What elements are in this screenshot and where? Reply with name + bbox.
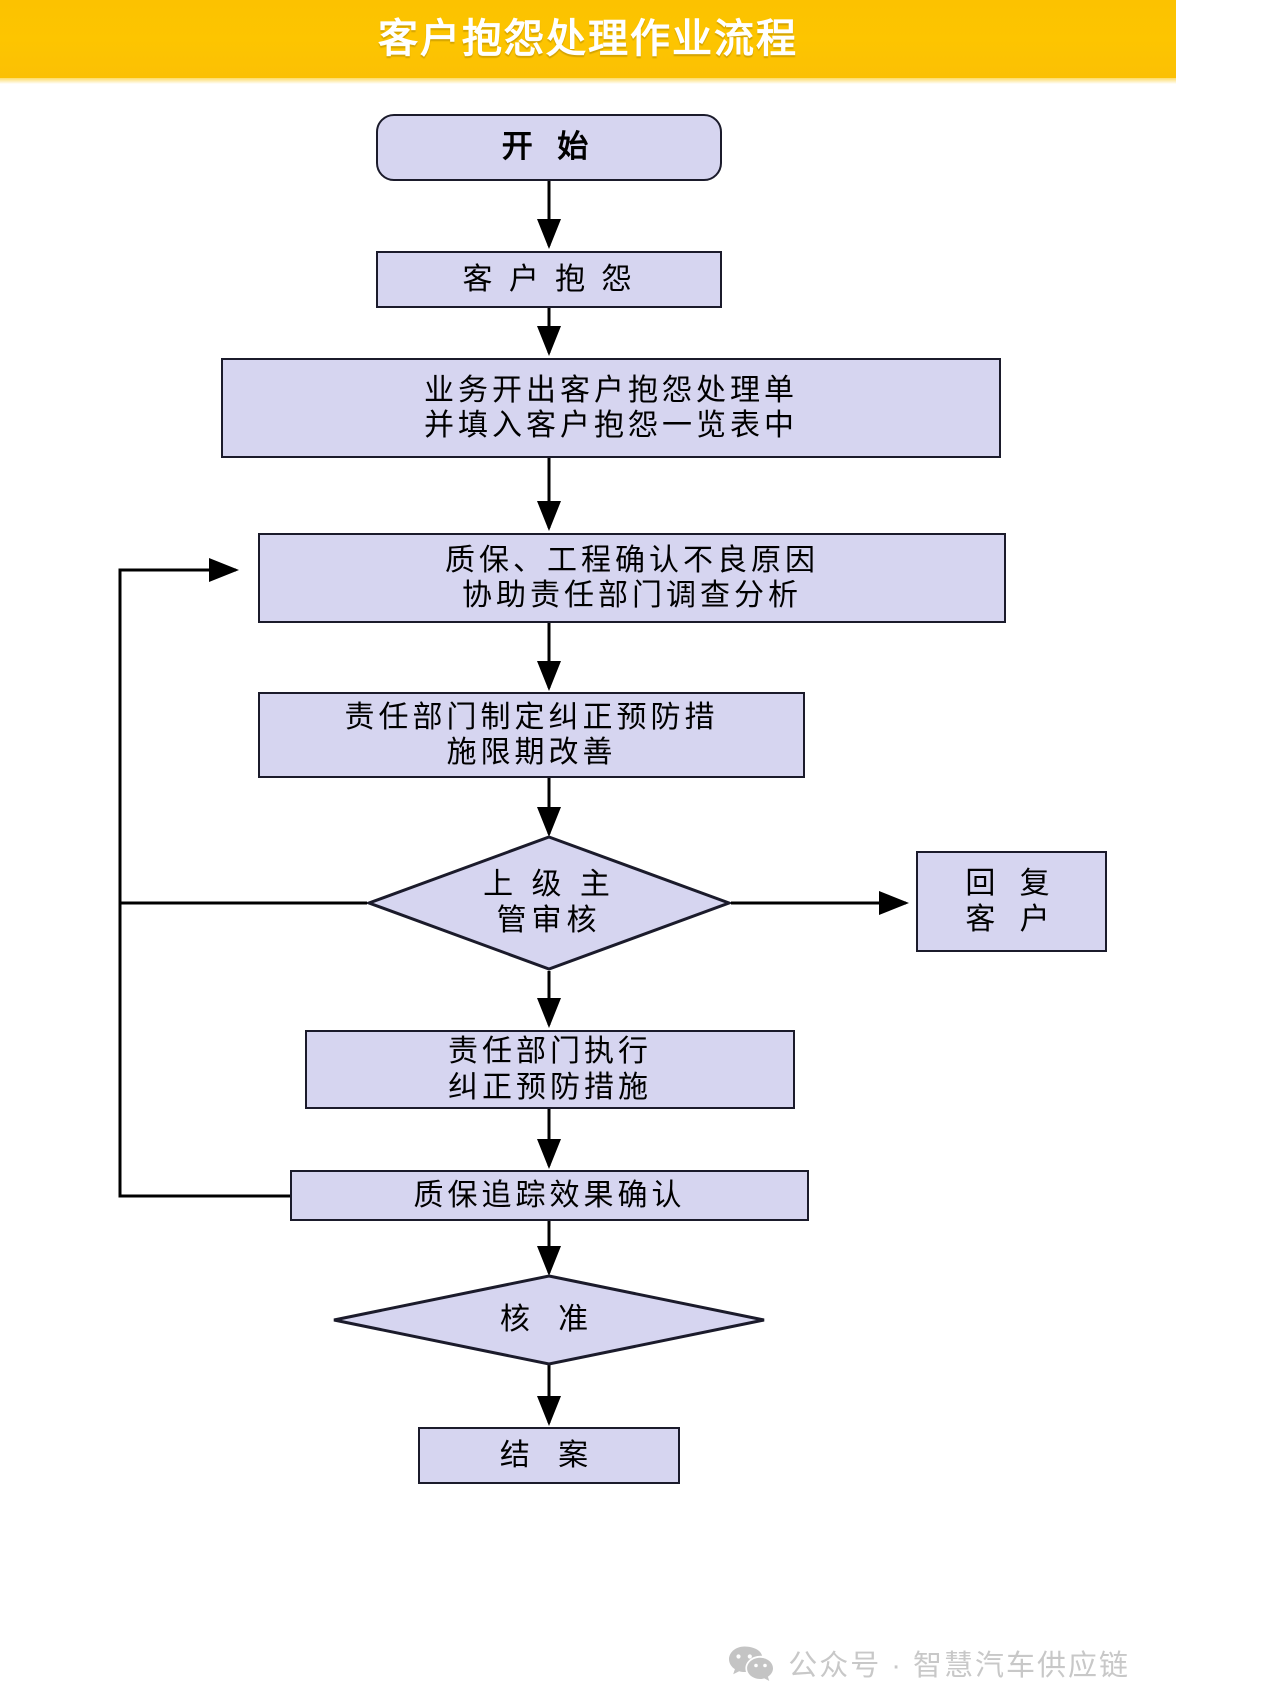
node-approval[interactable]: 核 准 — [332, 1274, 766, 1366]
node-case-closed-line-1: 结 案 — [499, 1438, 599, 1472]
node-corrective-plan-line-2: 施限期改善 — [446, 736, 617, 769]
node-corrective-plan[interactable]: 责任部门制定纠正预防措 施限期改善 — [258, 692, 805, 778]
node-reply-customer-line-2: 客 户 — [965, 902, 1058, 936]
node-customer-complaint[interactable]: 客 户 抱 怨 — [376, 251, 722, 308]
node-quality-engineering-analysis[interactable]: 质保、工程确认不良原因 协助责任部门调查分析 — [258, 533, 1006, 623]
node-supervisor-review[interactable]: 上 级 主 管审核 — [367, 835, 731, 971]
node-quality-engineering-analysis-line-2: 协助责任部门调查分析 — [462, 579, 802, 612]
node-issue-complaint-form[interactable]: 业务开出客户抱怨处理单 并填入客户抱怨一览表中 — [221, 358, 1001, 458]
node-reply-customer-line-1: 回 复 — [965, 867, 1058, 901]
wechat-icon — [729, 1646, 774, 1681]
node-execute-corrective-action-line-2: 纠正预防措施 — [448, 1070, 652, 1104]
flowchart-canvas: 开 始 客 户 抱 怨 业务开出客户抱怨处理单 并填入客户抱怨一览表中 质保、工… — [0, 78, 1176, 1608]
footer-watermark: 公众号 · 智慧汽车供应链 — [0, 1620, 1176, 1706]
node-issue-complaint-form-line-2: 并填入客户抱怨一览表中 — [424, 409, 798, 442]
node-start-line-1: 开 始 — [501, 129, 597, 165]
node-execute-corrective-action[interactable]: 责任部门执行 纠正预防措施 — [305, 1030, 795, 1109]
node-case-closed[interactable]: 结 案 — [418, 1427, 680, 1484]
header-banner: 客户抱怨处理作业流程 — [0, 0, 1176, 84]
node-supervisor-review-line-1: 上 级 主 — [483, 868, 615, 901]
node-approval-line-1: 核 准 — [499, 1303, 599, 1336]
node-issue-complaint-form-line-1: 业务开出客户抱怨处理单 — [424, 373, 798, 407]
node-corrective-plan-line-1: 责任部门制定纠正预防措 — [344, 700, 719, 734]
footer-text: 公众号 · 智慧汽车供应链 — [788, 1650, 1130, 1682]
node-quality-engineering-analysis-line-1: 质保、工程确认不良原因 — [445, 543, 819, 577]
node-execute-corrective-action-line-1: 责任部门执行 — [448, 1035, 652, 1069]
node-customer-complaint-line-1: 客 户 抱 怨 — [462, 262, 636, 296]
node-quality-tracking-confirm[interactable]: 质保追踪效果确认 — [290, 1170, 809, 1221]
node-supervisor-review-label: 上 级 主 管审核 — [367, 835, 731, 971]
node-approval-label: 核 准 — [332, 1274, 766, 1366]
edge-track-loop-back — [118, 570, 290, 1198]
node-reply-customer[interactable]: 回 复 客 户 — [916, 851, 1107, 952]
node-supervisor-review-line-2: 管审核 — [496, 904, 602, 937]
node-quality-tracking-confirm-line-1: 质保追踪效果确认 — [413, 1178, 686, 1212]
page-title: 客户抱怨处理作业流程 — [378, 17, 798, 61]
node-start[interactable]: 开 始 — [376, 114, 722, 181]
